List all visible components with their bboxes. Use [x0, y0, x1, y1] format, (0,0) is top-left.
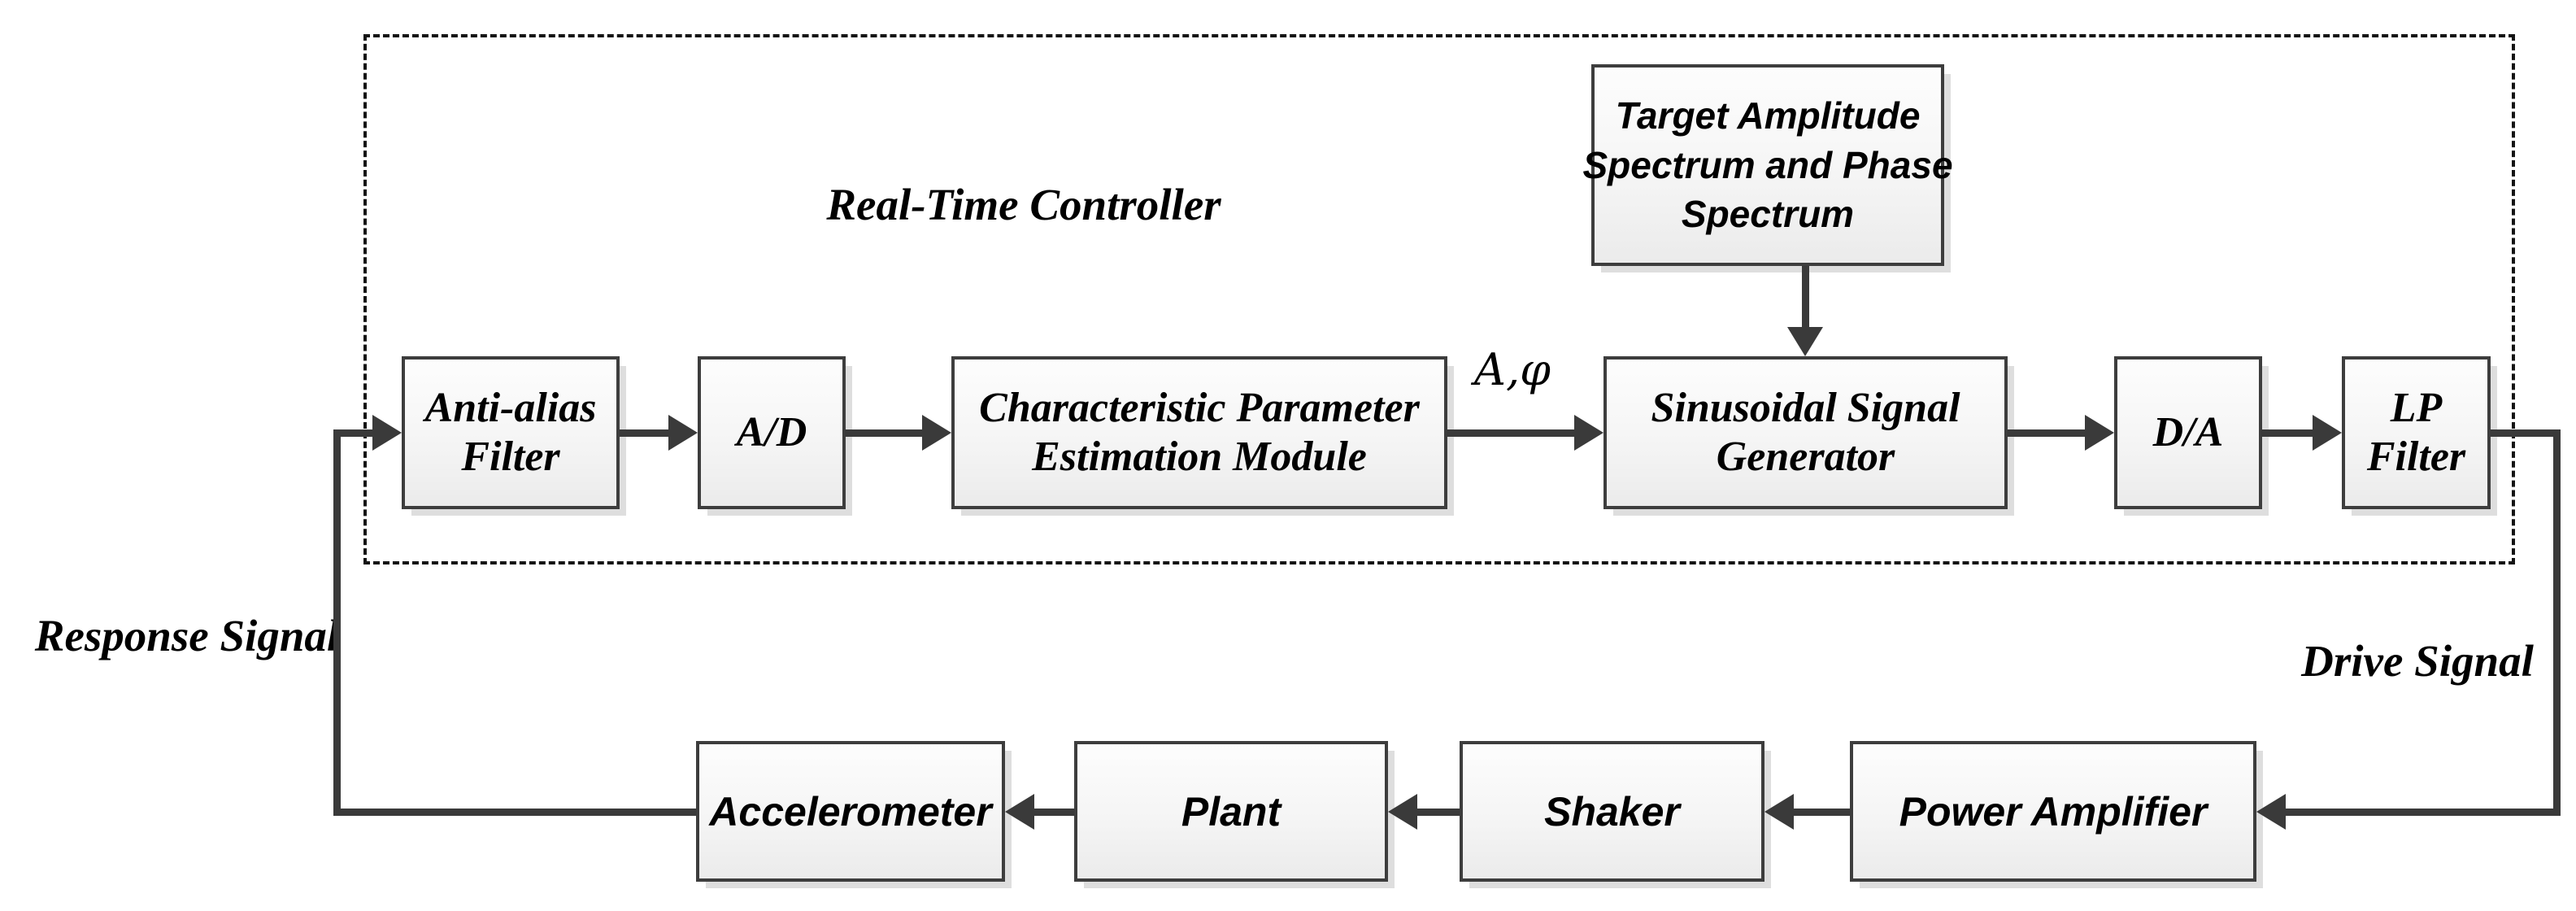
arrowhead-into-antialias — [372, 415, 402, 451]
controller-title: Real-Time Controller — [826, 180, 1221, 229]
connector-estimator-to-generator — [1447, 429, 1576, 437]
block-ad-converter: A/D — [698, 356, 846, 509]
block-label-line: Filter — [461, 434, 560, 480]
arrowhead-into-estimator — [922, 415, 951, 451]
arrowhead-into-accelerometer — [1005, 794, 1034, 830]
connector-da-to-lp — [2261, 429, 2314, 437]
connector-shaker-to-plant — [1417, 809, 1460, 816]
connector-response-into-antialias — [333, 429, 374, 437]
connector-ad-to-estimator — [845, 429, 924, 437]
drive-signal-label: Drive Signal — [2301, 636, 2534, 686]
block-label-line: Accelerometer — [709, 788, 992, 835]
realtime-controller-boundary — [363, 34, 2515, 564]
block-accelerometer: Accelerometer — [696, 741, 1005, 882]
block-label-line: Generator — [1716, 434, 1895, 480]
connector-target-to-generator — [1802, 266, 1809, 329]
arrowhead-into-generator — [1574, 415, 1603, 451]
connector-response-horizontal — [333, 809, 696, 816]
block-power-amplifier: Power Amplifier — [1850, 741, 2256, 882]
block-label-line: Power Amplifier — [1899, 788, 2208, 835]
block-label-line: A/D — [736, 408, 807, 456]
connector-generator-to-da — [2008, 429, 2086, 437]
block-label-line: Spectrum — [1681, 193, 1855, 236]
block-parameter-estimation: Characteristic Parameter Estimation Modu… — [951, 356, 1447, 509]
arrowhead-into-shaker — [1764, 794, 1794, 830]
block-signal-generator: Sinusoidal Signal Generator — [1603, 356, 2008, 509]
block-label-line: Plant — [1181, 788, 1281, 835]
arrowhead-into-lp — [2313, 415, 2342, 451]
block-label-line: Filter — [2366, 434, 2466, 480]
block-anti-alias-filter: Anti-alias Filter — [402, 356, 620, 509]
arrowhead-into-da — [2085, 415, 2114, 451]
block-label-line: Target Amplitude — [1615, 94, 1921, 137]
connector-drive-vertical — [2553, 429, 2561, 816]
connector-antialias-to-ad — [620, 429, 670, 437]
block-label-line: Shaker — [1544, 788, 1680, 835]
block-label-line: D/A — [2152, 408, 2224, 456]
arrowhead-into-plant — [1388, 794, 1417, 830]
arrowhead-into-generator-top — [1787, 327, 1823, 356]
amplitude-phase-label: A,φ — [1474, 344, 1551, 395]
block-shaker: Shaker — [1460, 741, 1764, 882]
arrowhead-into-power-amplifier — [2256, 794, 2286, 830]
connector-poweramp-to-shaker — [1794, 809, 1850, 816]
block-label-line: LP — [2390, 384, 2443, 431]
block-label-line: Spectrum and Phase — [1582, 143, 1953, 186]
block-plant: Plant — [1074, 741, 1388, 882]
block-da-converter: D/A — [2114, 356, 2262, 509]
block-label-line: Sinusoidal Signal — [1651, 384, 1960, 431]
block-label-line: Anti-alias — [424, 384, 597, 431]
arrowhead-into-ad — [668, 415, 698, 451]
response-signal-label: Response Signal — [34, 611, 340, 660]
block-label-line: Characteristic Parameter — [979, 384, 1420, 431]
block-target-spectrum: Target Amplitude Spectrum and Phase Spec… — [1582, 64, 1953, 266]
connector-response-vertical — [333, 429, 341, 816]
connector-drive-horizontal — [2286, 809, 2561, 816]
block-lp-filter: LP Filter — [2342, 356, 2491, 509]
block-label-line: Estimation Module — [1032, 434, 1367, 480]
connector-plant-to-accelerometer — [1034, 809, 1074, 816]
connector-lp-output — [2491, 429, 2561, 437]
